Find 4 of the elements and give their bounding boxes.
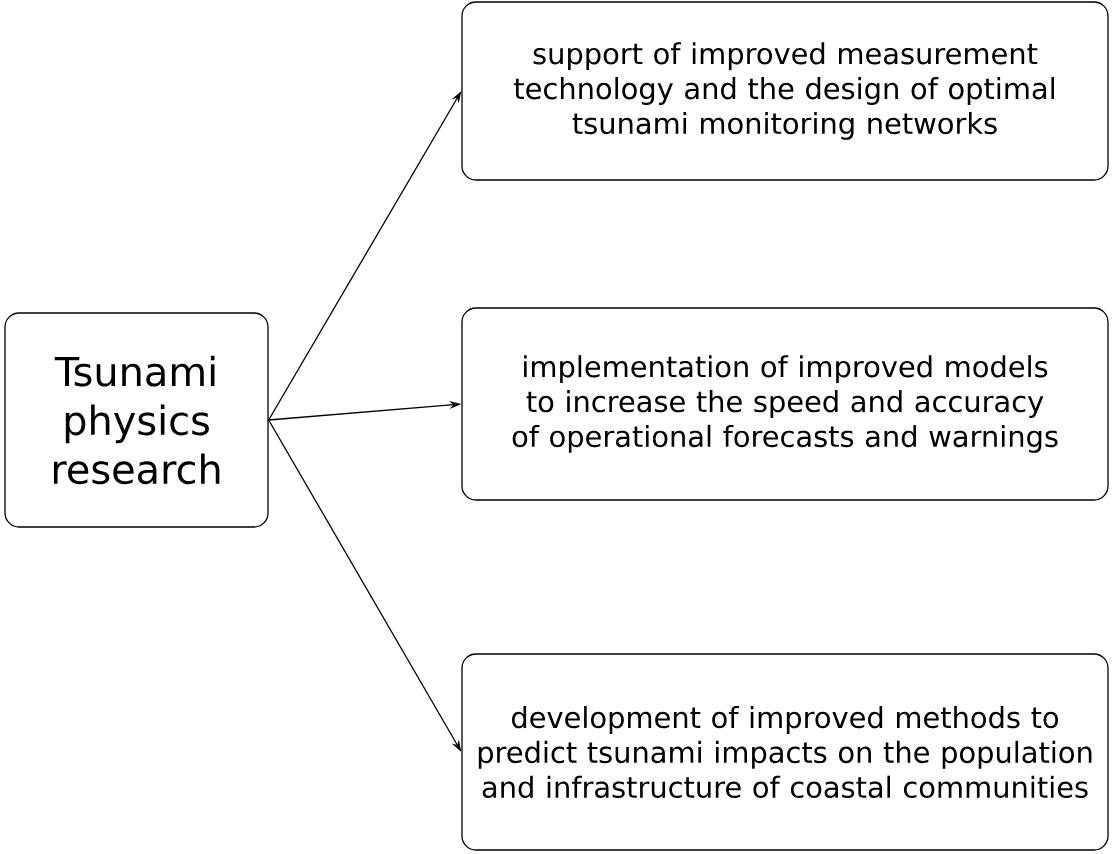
process-box: support of improved measurement technology and the design of optimal tsunami monitoring networks	[461, 1, 1109, 181]
process-box: Tsunami physics research	[4, 312, 269, 528]
process-box: implementation of improved models to increase the speed and accuracy of operational forecasts and warnings	[461, 307, 1109, 501]
process-box: development of improved methods to predict tsunami impacts on the population and infrastructure of coastal communities	[461, 653, 1109, 851]
